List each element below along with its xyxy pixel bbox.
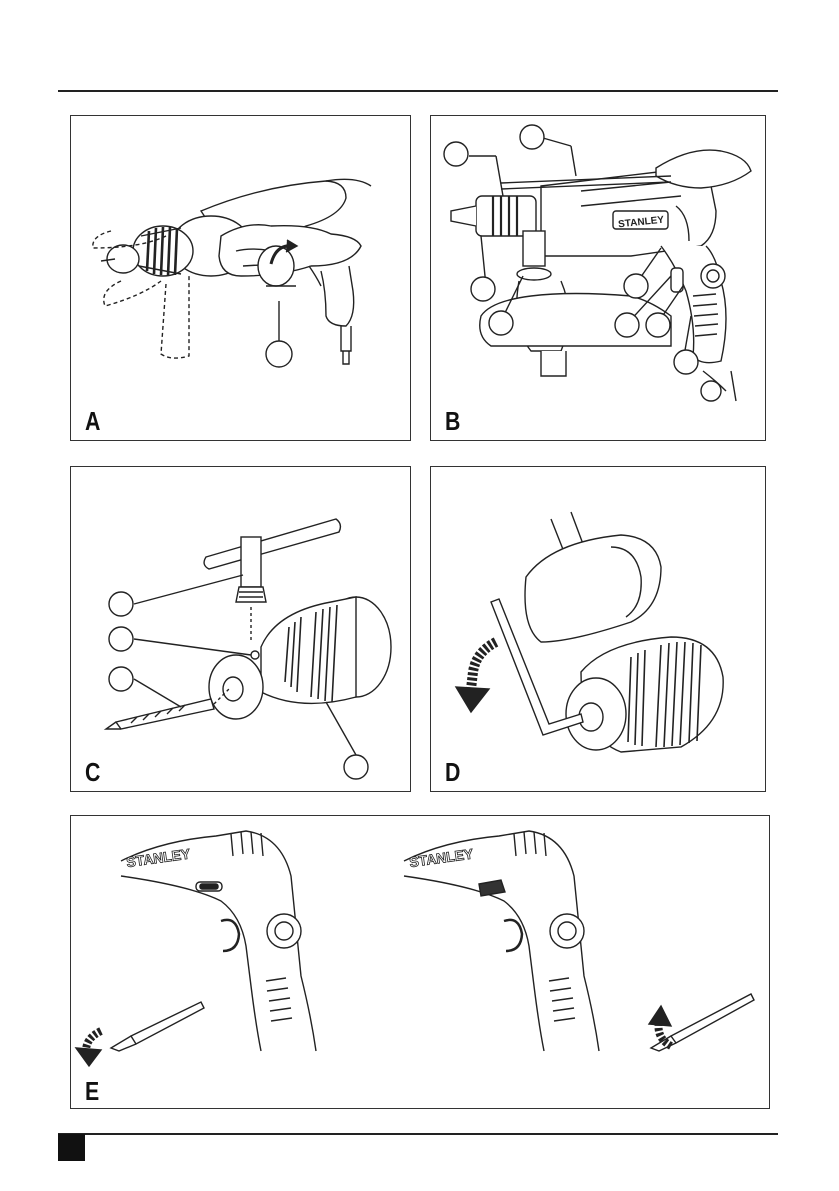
panel-letter-b: B [445,408,460,434]
chuck-removal-illustration [431,467,766,792]
drill-overview-illustration: STANLEY [431,116,766,441]
mode-selector-illustration: STANLEY STANLEY [71,816,770,1109]
top-rule [58,90,778,92]
bottom-rule [58,1133,778,1135]
figure-panel-e: STANLEY STANLEY E [70,815,770,1109]
panel-letter-a: A [85,408,100,434]
chuck-key-illustration [71,467,411,792]
figure-panel-c: C [70,466,411,792]
drill-side-handle-illustration [71,116,411,441]
panel-letter-c: C [85,759,100,785]
figure-panel-b: STANLEY B [430,115,766,441]
figure-panel-a: A [70,115,411,441]
page-marker [58,1134,85,1161]
panel-letter-d: D [445,759,460,785]
panel-letter-e: E [85,1078,99,1104]
figure-panel-d: D [430,466,766,792]
